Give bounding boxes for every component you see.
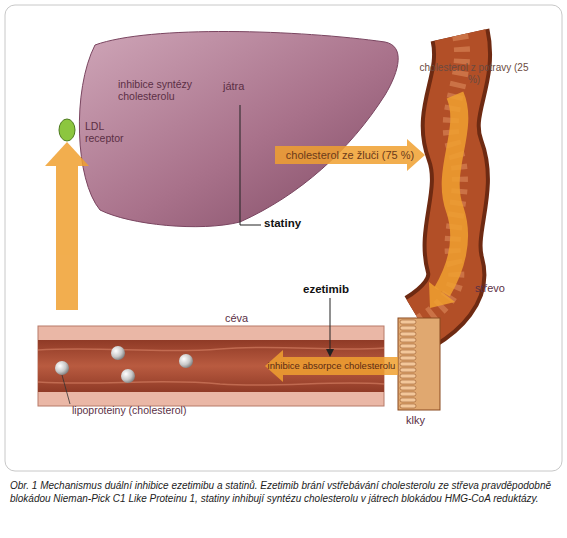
- figure-frame: [5, 5, 562, 471]
- organ-name: střevo: [475, 282, 530, 295]
- lipoprotein-particle: [121, 369, 135, 383]
- particle-label: lipoproteiny (cholesterol): [72, 404, 222, 416]
- drug-callout: statiny: [264, 217, 324, 230]
- organ-name: klky: [406, 414, 446, 427]
- villus-finger: [400, 404, 416, 408]
- receptor-ellipse: [59, 119, 75, 141]
- intestinal-villi: klky: [398, 318, 440, 410]
- villi-fingers: [400, 320, 416, 408]
- leader-arrowhead: [326, 349, 334, 357]
- leader-line: [330, 298, 331, 350]
- leader-line: [62, 375, 70, 404]
- lipoprotein-particle: [111, 346, 125, 360]
- flow-arrow: [265, 350, 398, 382]
- villus-finger: [400, 374, 416, 378]
- villus-finger: [400, 368, 416, 372]
- flow-arrow: [275, 139, 425, 171]
- food-flow-arrow: [442, 95, 459, 292]
- intestine-folds: [420, 35, 462, 322]
- villi-block: [398, 318, 440, 410]
- villus-finger: [400, 350, 416, 354]
- villus-finger: [400, 380, 416, 384]
- villus-finger: [400, 344, 416, 348]
- process-note: inhibice syntézy cholesterolu: [118, 78, 210, 102]
- villus-finger: [400, 338, 416, 342]
- flow-arrow: [45, 142, 89, 310]
- villus-finger: [400, 326, 416, 330]
- villus-finger: [400, 398, 416, 402]
- flow-label: cholesterol z potravy (25 %): [418, 62, 530, 85]
- organ-name: céva: [225, 312, 270, 325]
- intestine-wall: [420, 35, 462, 322]
- lipoprotein-particle: [55, 361, 69, 375]
- intestine-tube: [420, 35, 462, 322]
- liver-organ: inhibice syntézy cholesterolu játraLDL re…: [55, 28, 275, 225]
- figure-caption: Obr. 1 Mechanismus duální inhibice ezeti…: [10, 479, 557, 505]
- flow-label: inhibice absorpce cholesterolu: [268, 361, 396, 372]
- receptor-label: LDL receptor: [85, 120, 141, 144]
- drug-callout: ezetimib: [303, 283, 363, 296]
- blood-vessel: cévalipoproteiny (cholesterol): [35, 310, 265, 408]
- food-flow-head: [429, 282, 455, 308]
- flow-label: cholesterol ze žluči (75 %): [286, 149, 414, 162]
- villus-finger: [400, 356, 416, 360]
- villus-finger: [400, 386, 416, 390]
- villus-finger: [400, 320, 416, 324]
- liver-shape: [79, 31, 398, 226]
- arrow-shaft: [56, 166, 78, 310]
- villus-finger: [400, 332, 416, 336]
- organ-name: játra: [223, 80, 273, 93]
- leader-line: [240, 105, 261, 225]
- lipoprotein-particle: [179, 354, 193, 368]
- arrow-head: [45, 142, 89, 166]
- ldl-receptor: LDL receptor: [57, 118, 77, 142]
- villus-finger: [400, 392, 416, 396]
- villus-finger: [400, 362, 416, 366]
- receptor-shape: [57, 118, 77, 142]
